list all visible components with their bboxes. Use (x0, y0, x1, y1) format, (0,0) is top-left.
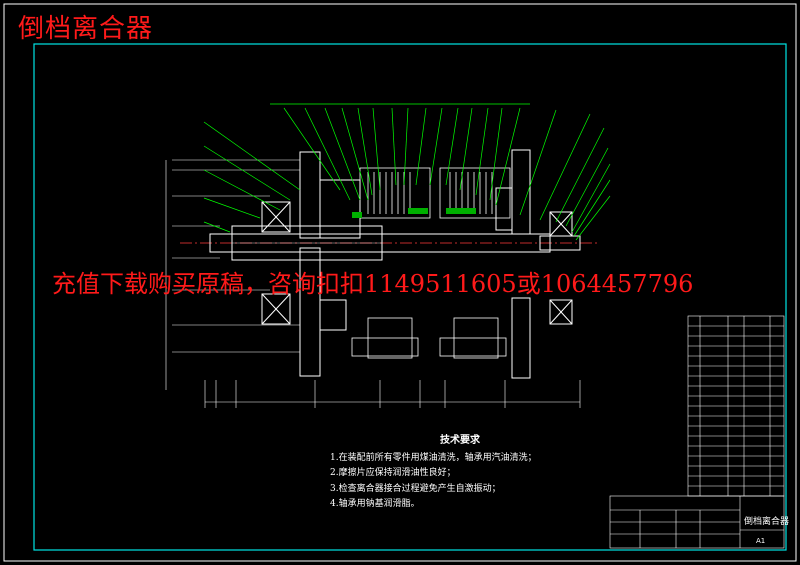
title-block-drawing-name: 倒档离合器 (744, 517, 790, 527)
part-leaders (203, 103, 611, 241)
requirement-item: 1.在装配前所有零件用煤油清洗，轴承用汽油清洗； (330, 452, 537, 463)
right-gear-housing (495, 149, 531, 379)
promo-watermark: 充值下载购买原稿，咨询扣扣1149511605或1064457796 (52, 270, 694, 298)
right-bearing (549, 211, 573, 325)
outer-frame (3, 3, 797, 562)
section-hatch (352, 208, 476, 218)
requirement-item: 3.检查离合器接合过程避免产生自激振动； (330, 483, 501, 494)
technical-requirements-heading: 技术要求 (440, 435, 480, 446)
main-shaft (209, 225, 581, 261)
drawing-title-overlay: 倒档离合器 (18, 14, 154, 44)
requirement-item: 4.轴承用钠基润滑脂。 (330, 499, 420, 509)
left-bearing (261, 201, 291, 325)
friction-pack-right (439, 167, 511, 359)
title-block (609, 495, 785, 549)
bottom-dimension-chain (204, 380, 581, 408)
technical-requirements: 技术要求 1.在装配前所有零件用煤油清洗，轴承用汽油清洗； 2.摩擦片应保持润滑… (330, 433, 590, 513)
title-block-sheet-size: A1 (756, 537, 766, 545)
inner-frame (33, 43, 787, 551)
friction-pack-left (351, 167, 431, 359)
parts-list-table (687, 315, 785, 497)
left-dimension-chain (165, 159, 300, 390)
requirement-item: 2.摩擦片应保持润滑油性良好； (330, 468, 456, 478)
